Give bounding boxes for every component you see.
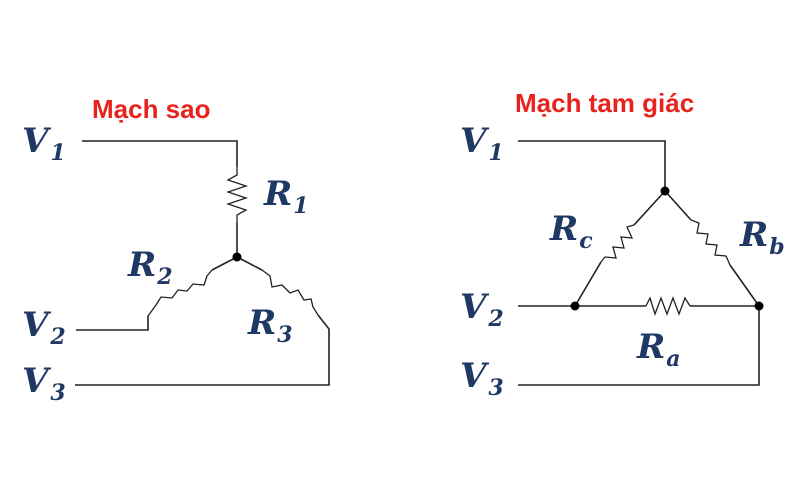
resistor-r1 xyxy=(225,167,249,223)
star-title: Mạch sao xyxy=(92,94,211,124)
delta-terminal-v2: V2 xyxy=(460,287,504,332)
delta-wire-rc-left xyxy=(574,261,602,307)
star-wire-node-r3 xyxy=(236,256,263,271)
resistor-r3 xyxy=(261,269,319,316)
star-wire-v3 xyxy=(75,314,330,386)
star-circuit: Mạch sao V1 V2 V3 R1 R2 R3 xyxy=(22,94,330,406)
star-wire-v2 xyxy=(76,316,149,331)
resistor-ra xyxy=(645,296,691,317)
resistor-rc xyxy=(600,224,635,263)
star-label-r1: R1 xyxy=(263,174,309,219)
star-center-node xyxy=(232,252,242,262)
star-wire-node-r2 xyxy=(211,256,238,271)
delta-circuit: Mạch tam giác V1 V2 V3 Rc xyxy=(460,88,785,401)
delta-wire-v3 xyxy=(518,306,760,386)
delta-title: Mạch tam giác xyxy=(515,88,694,118)
star-label-r3: R3 xyxy=(247,303,293,348)
resistor-r2 xyxy=(147,269,213,317)
delta-left-node xyxy=(570,301,580,311)
star-terminal-v2: V2 xyxy=(22,305,66,350)
star-wire-v1 xyxy=(82,140,238,167)
delta-wire-top-rb xyxy=(664,190,692,221)
delta-top-node xyxy=(660,186,670,196)
delta-label-rc: Rc xyxy=(549,209,593,254)
resistor-rb xyxy=(690,219,731,266)
star-terminal-v3: V3 xyxy=(22,361,66,406)
delta-label-ra: Ra xyxy=(636,327,681,372)
delta-right-node xyxy=(754,301,764,311)
delta-wire-top-rc xyxy=(633,190,666,226)
delta-terminal-v3: V3 xyxy=(460,356,504,401)
star-terminal-v1: V1 xyxy=(22,121,66,166)
delta-label-rb: Rb xyxy=(739,215,785,260)
delta-wire-v1 xyxy=(518,140,666,191)
delta-terminal-v1: V1 xyxy=(460,121,504,166)
delta-wire-rb-right xyxy=(729,264,760,307)
star-label-r2: R2 xyxy=(127,245,173,290)
